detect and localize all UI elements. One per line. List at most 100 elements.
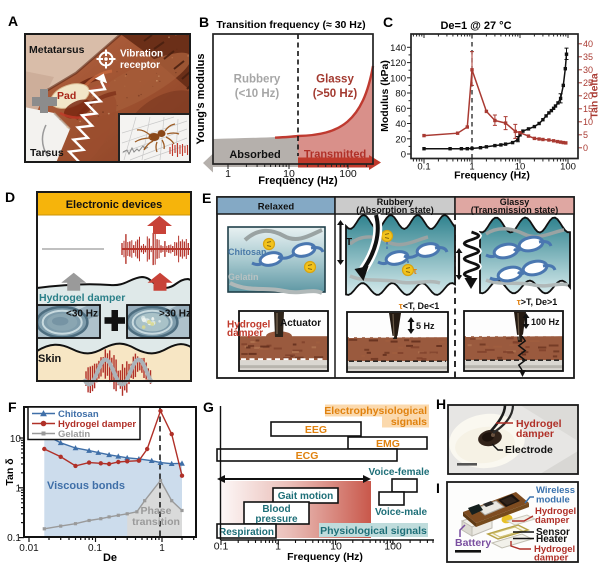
svg-text:100: 100 <box>384 541 402 553</box>
svg-text:damper: damper <box>534 553 569 564</box>
svg-text:Transmitted: Transmitted <box>304 149 366 161</box>
svg-text:0.1: 0.1 <box>417 162 430 173</box>
svg-text:100: 100 <box>390 73 406 84</box>
svg-text:Hydrogel: Hydrogel <box>516 418 562 430</box>
svg-text:(<10 Hz): (<10 Hz) <box>235 88 280 100</box>
svg-text:EEG: EEG <box>305 424 327 436</box>
svg-text:1: 1 <box>275 541 281 553</box>
svg-text:Rubbery: Rubbery <box>377 197 414 207</box>
svg-text:10: 10 <box>515 162 526 173</box>
svg-text:Modulus (kPa): Modulus (kPa) <box>380 60 391 132</box>
svg-text:Voice-male: Voice-male <box>375 507 427 518</box>
svg-text:0.1: 0.1 <box>214 541 229 553</box>
svg-text:Young's modulus: Young's modulus <box>195 53 207 144</box>
svg-text:Wireless: Wireless <box>536 485 575 496</box>
svg-text:module: module <box>536 495 570 506</box>
svg-text:Actuator: Actuator <box>280 318 321 329</box>
svg-text:τ>T, De>1: τ>T, De>1 <box>517 297 558 307</box>
svg-text:Tan δ: Tan δ <box>5 458 16 485</box>
svg-text:Metatarsus: Metatarsus <box>29 44 85 56</box>
svg-text:25: 25 <box>583 78 593 88</box>
svg-text:Gait motion: Gait motion <box>278 491 334 502</box>
svg-text:EMG: EMG <box>376 438 400 450</box>
svg-text:Sensor: Sensor <box>536 527 570 538</box>
svg-text:damper: damper <box>227 328 263 339</box>
svg-text:35: 35 <box>583 52 593 62</box>
svg-text:100: 100 <box>560 162 576 173</box>
svg-text:Chitosan: Chitosan <box>58 409 99 420</box>
svg-text:>30 Hz: >30 Hz <box>159 309 191 320</box>
svg-text:10: 10 <box>330 541 342 553</box>
svg-text:(Transmission state): (Transmission state) <box>471 205 559 215</box>
svg-text:Tarsus: Tarsus <box>30 147 64 159</box>
svg-text:Glassy: Glassy <box>500 197 530 207</box>
svg-text:1: 1 <box>15 484 21 495</box>
svg-text:40: 40 <box>395 119 406 130</box>
svg-text:0: 0 <box>401 150 406 161</box>
svg-text:Heater: Heater <box>536 534 567 545</box>
svg-text:Electrode: Electrode <box>505 444 553 456</box>
svg-text:transition: transition <box>132 516 180 528</box>
svg-text:receptor: receptor <box>120 60 160 71</box>
svg-text:Vibration: Vibration <box>120 49 163 60</box>
svg-text:Viscous bonds: Viscous bonds <box>47 480 125 492</box>
svg-text:Hydrogel: Hydrogel <box>227 320 271 331</box>
svg-text:(Absorption state): (Absorption state) <box>356 205 434 215</box>
svg-text:0.01: 0.01 <box>19 543 39 554</box>
svg-text:80: 80 <box>395 89 406 100</box>
svg-text:ECG: ECG <box>296 450 319 462</box>
svg-text:Frequency (Hz): Frequency (Hz) <box>258 175 338 187</box>
svg-text:10: 10 <box>283 168 295 180</box>
svg-text:10: 10 <box>583 117 593 127</box>
svg-text:Skin: Skin <box>38 353 62 365</box>
svg-text:Rubbery: Rubbery <box>234 74 281 86</box>
svg-text:Relaxed: Relaxed <box>258 202 295 213</box>
svg-text:Hydrogel: Hydrogel <box>535 506 576 517</box>
svg-text:5 Hz: 5 Hz <box>416 321 435 331</box>
svg-text:0.1: 0.1 <box>88 543 102 554</box>
svg-text:Glassy: Glassy <box>316 74 354 86</box>
svg-text:Gelatin: Gelatin <box>58 429 90 440</box>
svg-text:Electrophysiological: Electrophysiological <box>324 405 427 417</box>
svg-text:damper: damper <box>516 428 554 440</box>
svg-text:20: 20 <box>583 91 593 101</box>
svg-text:Phase: Phase <box>141 505 172 517</box>
svg-text:De: De <box>103 552 117 564</box>
svg-text:Voice-female: Voice-female <box>369 467 430 478</box>
svg-text:10: 10 <box>10 434 22 445</box>
svg-text:Hydrogel damper: Hydrogel damper <box>58 419 136 430</box>
svg-text:Respiration: Respiration <box>219 527 274 538</box>
svg-text:τ: τ <box>413 266 417 276</box>
svg-text:Hydrogel: Hydrogel <box>534 544 575 555</box>
svg-text:0.1: 0.1 <box>7 533 21 544</box>
svg-text:signals: signals <box>391 416 427 428</box>
svg-text:(>50 Hz): (>50 Hz) <box>313 88 358 100</box>
svg-text:1: 1 <box>159 543 165 554</box>
svg-text:Battery: Battery <box>455 537 491 549</box>
svg-text:Frequency (Hz): Frequency (Hz) <box>454 170 530 182</box>
svg-text:20: 20 <box>395 134 406 145</box>
svg-text:40: 40 <box>583 39 593 49</box>
svg-text:Chitosan: Chitosan <box>228 247 267 257</box>
svg-text:1: 1 <box>469 162 474 173</box>
svg-text:pressure: pressure <box>255 514 298 525</box>
svg-text:0: 0 <box>583 143 588 153</box>
svg-text:T: T <box>346 237 352 248</box>
svg-text:Absorbed: Absorbed <box>229 149 280 161</box>
svg-text:damper: damper <box>535 515 570 526</box>
svg-text:Tan delta: Tan delta <box>589 73 600 118</box>
svg-text:Pad: Pad <box>57 90 76 102</box>
svg-text:120: 120 <box>390 58 406 69</box>
svg-text:Frequency (Hz): Frequency (Hz) <box>287 551 363 563</box>
svg-text:5: 5 <box>583 130 588 140</box>
svg-text:Hydrogel damper: Hydrogel damper <box>39 292 125 304</box>
svg-text:<30 Hz: <30 Hz <box>66 309 98 320</box>
svg-text:1: 1 <box>225 168 231 180</box>
svg-text:140: 140 <box>390 43 406 54</box>
svg-text:De=1 @ 27 °C: De=1 @ 27 °C <box>440 20 511 32</box>
svg-text:Blood: Blood <box>262 504 290 515</box>
svg-text:Physiological signals: Physiological signals <box>320 525 427 537</box>
svg-text:Electronic devices: Electronic devices <box>66 199 163 211</box>
svg-text:15: 15 <box>583 104 593 114</box>
svg-text:100: 100 <box>339 168 357 180</box>
